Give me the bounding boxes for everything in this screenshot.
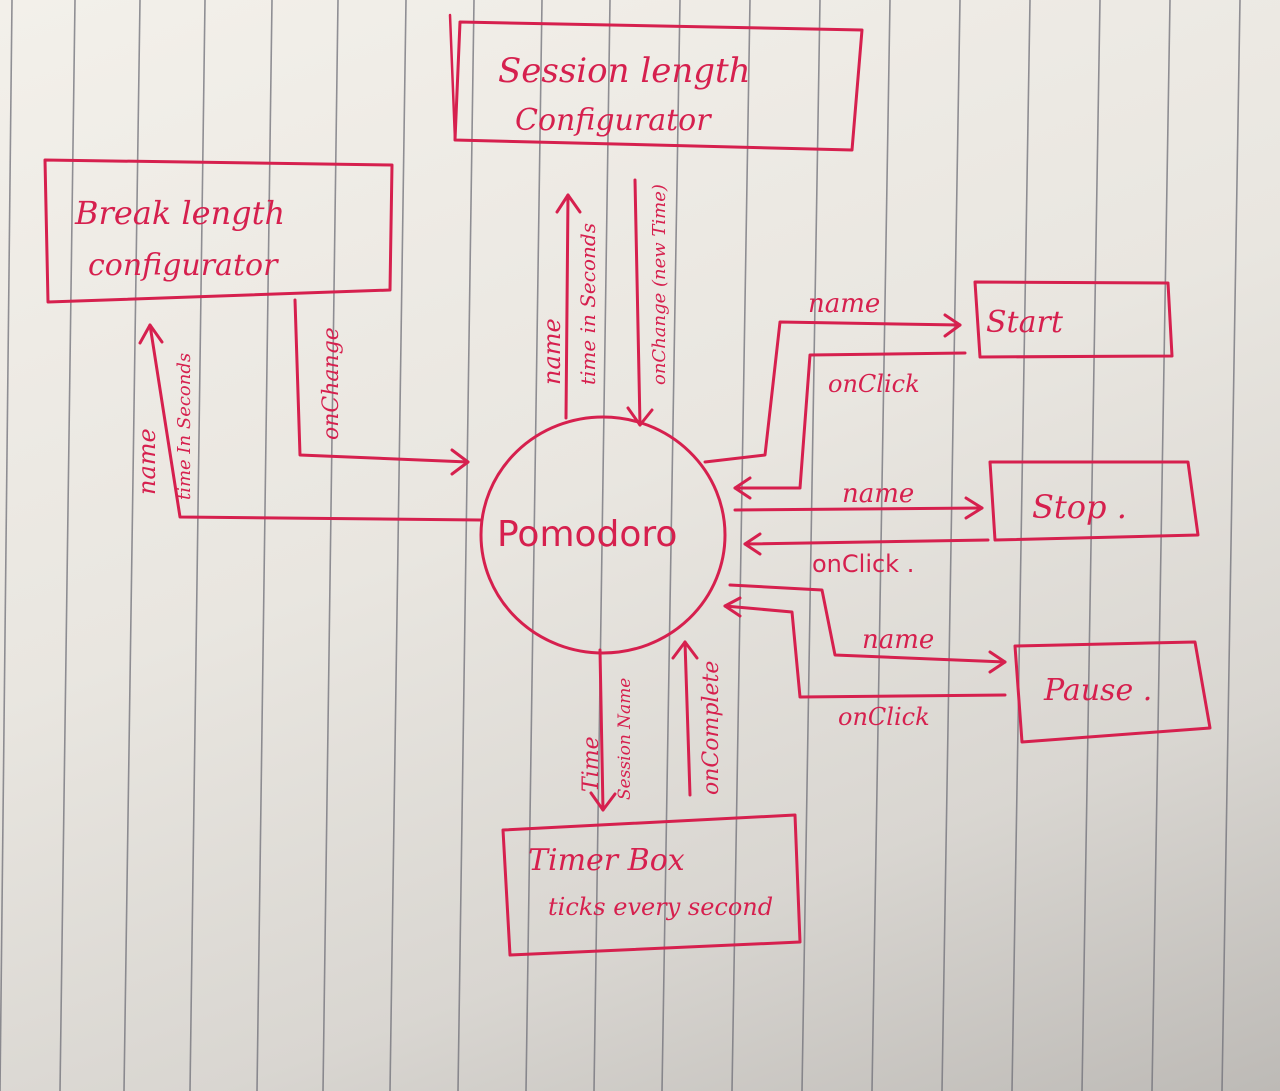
session-to-pomodoro-edges: name time in Seconds onChange (new Time) [538, 178, 670, 427]
session-length-configurator-box: Session length Configurator [448, 13, 864, 152]
pomodoro-label: Pomodoro [497, 514, 677, 555]
timer-down-label-time: Time [579, 736, 604, 792]
break-to-pomodoro-edges: name time In Seconds onChange [133, 298, 482, 522]
timer-box-line1: Timer Box [528, 843, 685, 878]
stop-click-label: onClick . [812, 550, 914, 578]
pause-box-label: Pause . [1043, 673, 1152, 708]
timer-edges: Time Session Name onComplete [579, 640, 724, 812]
session-down-label: onChange (new Time) [649, 184, 670, 385]
start-click-label: onClick [828, 370, 920, 398]
timer-box-line2: ticks every second [548, 893, 773, 921]
stop-box-label: Stop . [1032, 488, 1127, 526]
break-length-configurator-box: Break length configurator [43, 158, 394, 304]
stop-edges: name onClick . [733, 479, 990, 578]
ruled-lines [0, 0, 1241, 1091]
break-down-label: onChange [319, 327, 344, 440]
start-button-box: Start [973, 280, 1174, 359]
session-box-line1: Session length [498, 51, 751, 91]
session-box-line2: Configurator [515, 103, 712, 138]
pomodoro-node: Pomodoro [479, 415, 727, 655]
break-up-label-name: name [133, 428, 161, 495]
session-up-label-name: name [538, 318, 566, 385]
stop-button-box: Stop . [988, 460, 1200, 542]
stop-name-label: name [842, 479, 914, 509]
pause-button-box: Pause . [1013, 640, 1212, 744]
session-up-label-time: time in Seconds [576, 223, 600, 385]
start-edges: name onClick [703, 289, 967, 500]
timer-down-label-session: Session Name [615, 678, 635, 800]
pause-click-label: onClick [838, 703, 930, 731]
timer-up-label: onComplete [699, 661, 724, 795]
start-box-label: Start [986, 305, 1064, 340]
start-name-label: name [808, 289, 880, 319]
break-up-label-time: time In Seconds [174, 353, 195, 500]
timer-box: Timer Box ticks every second [501, 813, 802, 957]
break-box-line2: configurator [88, 248, 279, 283]
pause-edges: name onClick [723, 583, 1007, 731]
break-box-line1: Break length [74, 194, 285, 232]
pause-name-label: name [862, 625, 934, 655]
